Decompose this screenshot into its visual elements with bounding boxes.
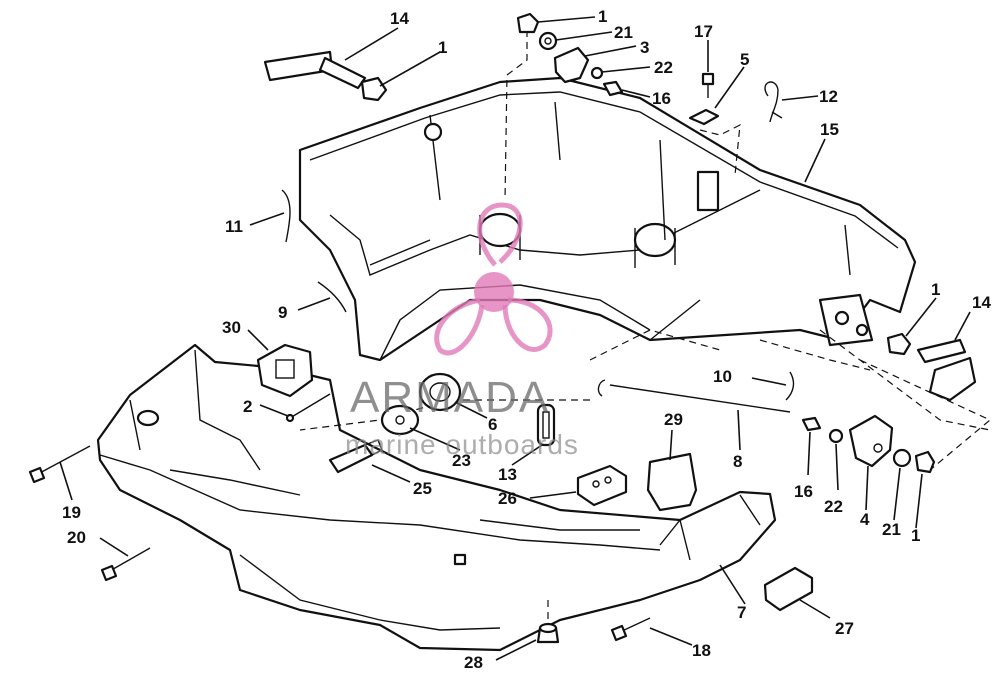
callout-15: 15 xyxy=(820,120,839,139)
callout-5: 5 xyxy=(740,50,749,69)
callout-21-bottom: 21 xyxy=(882,520,901,539)
washer-21-b xyxy=(892,448,912,468)
leader-lines xyxy=(59,16,971,661)
washer-22-a xyxy=(590,66,604,80)
callout-16-bottom: 16 xyxy=(794,482,813,501)
callout-27: 27 xyxy=(835,619,854,638)
spring-clip-12 xyxy=(764,81,783,123)
clip-5 xyxy=(688,108,720,126)
propeller-logo xyxy=(434,202,553,356)
callout-23: 23 xyxy=(452,451,471,470)
callout-6: 6 xyxy=(488,415,497,434)
nut-1-a xyxy=(360,76,388,102)
screw-16-b xyxy=(801,416,822,432)
callout-3: 3 xyxy=(640,38,649,57)
callout-1-top: 1 xyxy=(598,7,607,26)
callout-20: 20 xyxy=(67,528,86,547)
armada-watermark: ARMADA marine outboards xyxy=(345,202,579,460)
callout-10: 10 xyxy=(713,367,732,386)
screw-19 xyxy=(35,445,91,476)
callout-1-bottom: 1 xyxy=(911,526,920,545)
bracket-4 xyxy=(848,414,894,468)
watermark-tagline: marine outboards xyxy=(345,429,579,460)
washer-22-b xyxy=(828,428,844,444)
callout-8: 8 xyxy=(733,452,742,471)
callout-16-top: 16 xyxy=(652,89,671,108)
callout-1-top-left: 1 xyxy=(438,38,447,57)
clip-10 xyxy=(785,371,795,401)
washer-21-a xyxy=(538,31,558,51)
seal-wire-11 xyxy=(281,189,291,243)
lever-14-bottom xyxy=(916,338,967,364)
watermark-brand: ARMADA xyxy=(350,373,550,422)
screw-16-a xyxy=(602,80,624,97)
plug-6 xyxy=(418,372,462,412)
callout-21-top: 21 xyxy=(614,23,633,42)
nut-1-c xyxy=(886,332,912,356)
washer-23 xyxy=(380,404,420,436)
callout-26: 26 xyxy=(498,489,517,508)
callout-19: 19 xyxy=(62,503,81,522)
callout-labels: 14 1 1 21 3 22 16 17 5 12 15 11 9 30 2 6… xyxy=(62,7,991,672)
pad-29 xyxy=(646,452,698,512)
callout-13: 13 xyxy=(498,465,517,484)
callout-25: 25 xyxy=(413,479,432,498)
nut-1-b xyxy=(516,12,540,34)
seal-wire-9 xyxy=(317,281,347,313)
pin-2 xyxy=(289,393,331,419)
nut-1-d xyxy=(914,450,936,474)
screw-20 xyxy=(107,547,151,573)
callout-2: 2 xyxy=(243,397,252,416)
callout-29: 29 xyxy=(664,410,683,429)
callout-9: 9 xyxy=(278,303,287,322)
grommet-27 xyxy=(763,566,814,612)
callout-11: 11 xyxy=(225,217,243,236)
callout-14-top: 14 xyxy=(390,9,409,28)
callout-1-right: 1 xyxy=(931,280,940,299)
callout-22-bottom: 22 xyxy=(824,497,843,516)
callout-28: 28 xyxy=(464,653,483,672)
callout-12: 12 xyxy=(819,87,838,106)
callout-14-right: 14 xyxy=(972,293,991,312)
grommet-30 xyxy=(256,343,314,398)
callout-18: 18 xyxy=(692,641,711,660)
callout-7: 7 xyxy=(737,603,746,622)
block-26 xyxy=(576,464,628,507)
small-parts xyxy=(28,12,977,644)
callout-22-top: 22 xyxy=(654,58,673,77)
screw-18 xyxy=(619,617,651,633)
callout-30: 30 xyxy=(222,318,241,337)
screw-17 xyxy=(701,72,715,86)
bracket-3 xyxy=(553,46,590,84)
grommet-13 xyxy=(536,403,556,447)
assembly-guide-lines xyxy=(299,30,992,625)
callout-4: 4 xyxy=(860,510,870,529)
callout-17: 17 xyxy=(694,22,713,41)
rod-8 xyxy=(609,384,791,413)
